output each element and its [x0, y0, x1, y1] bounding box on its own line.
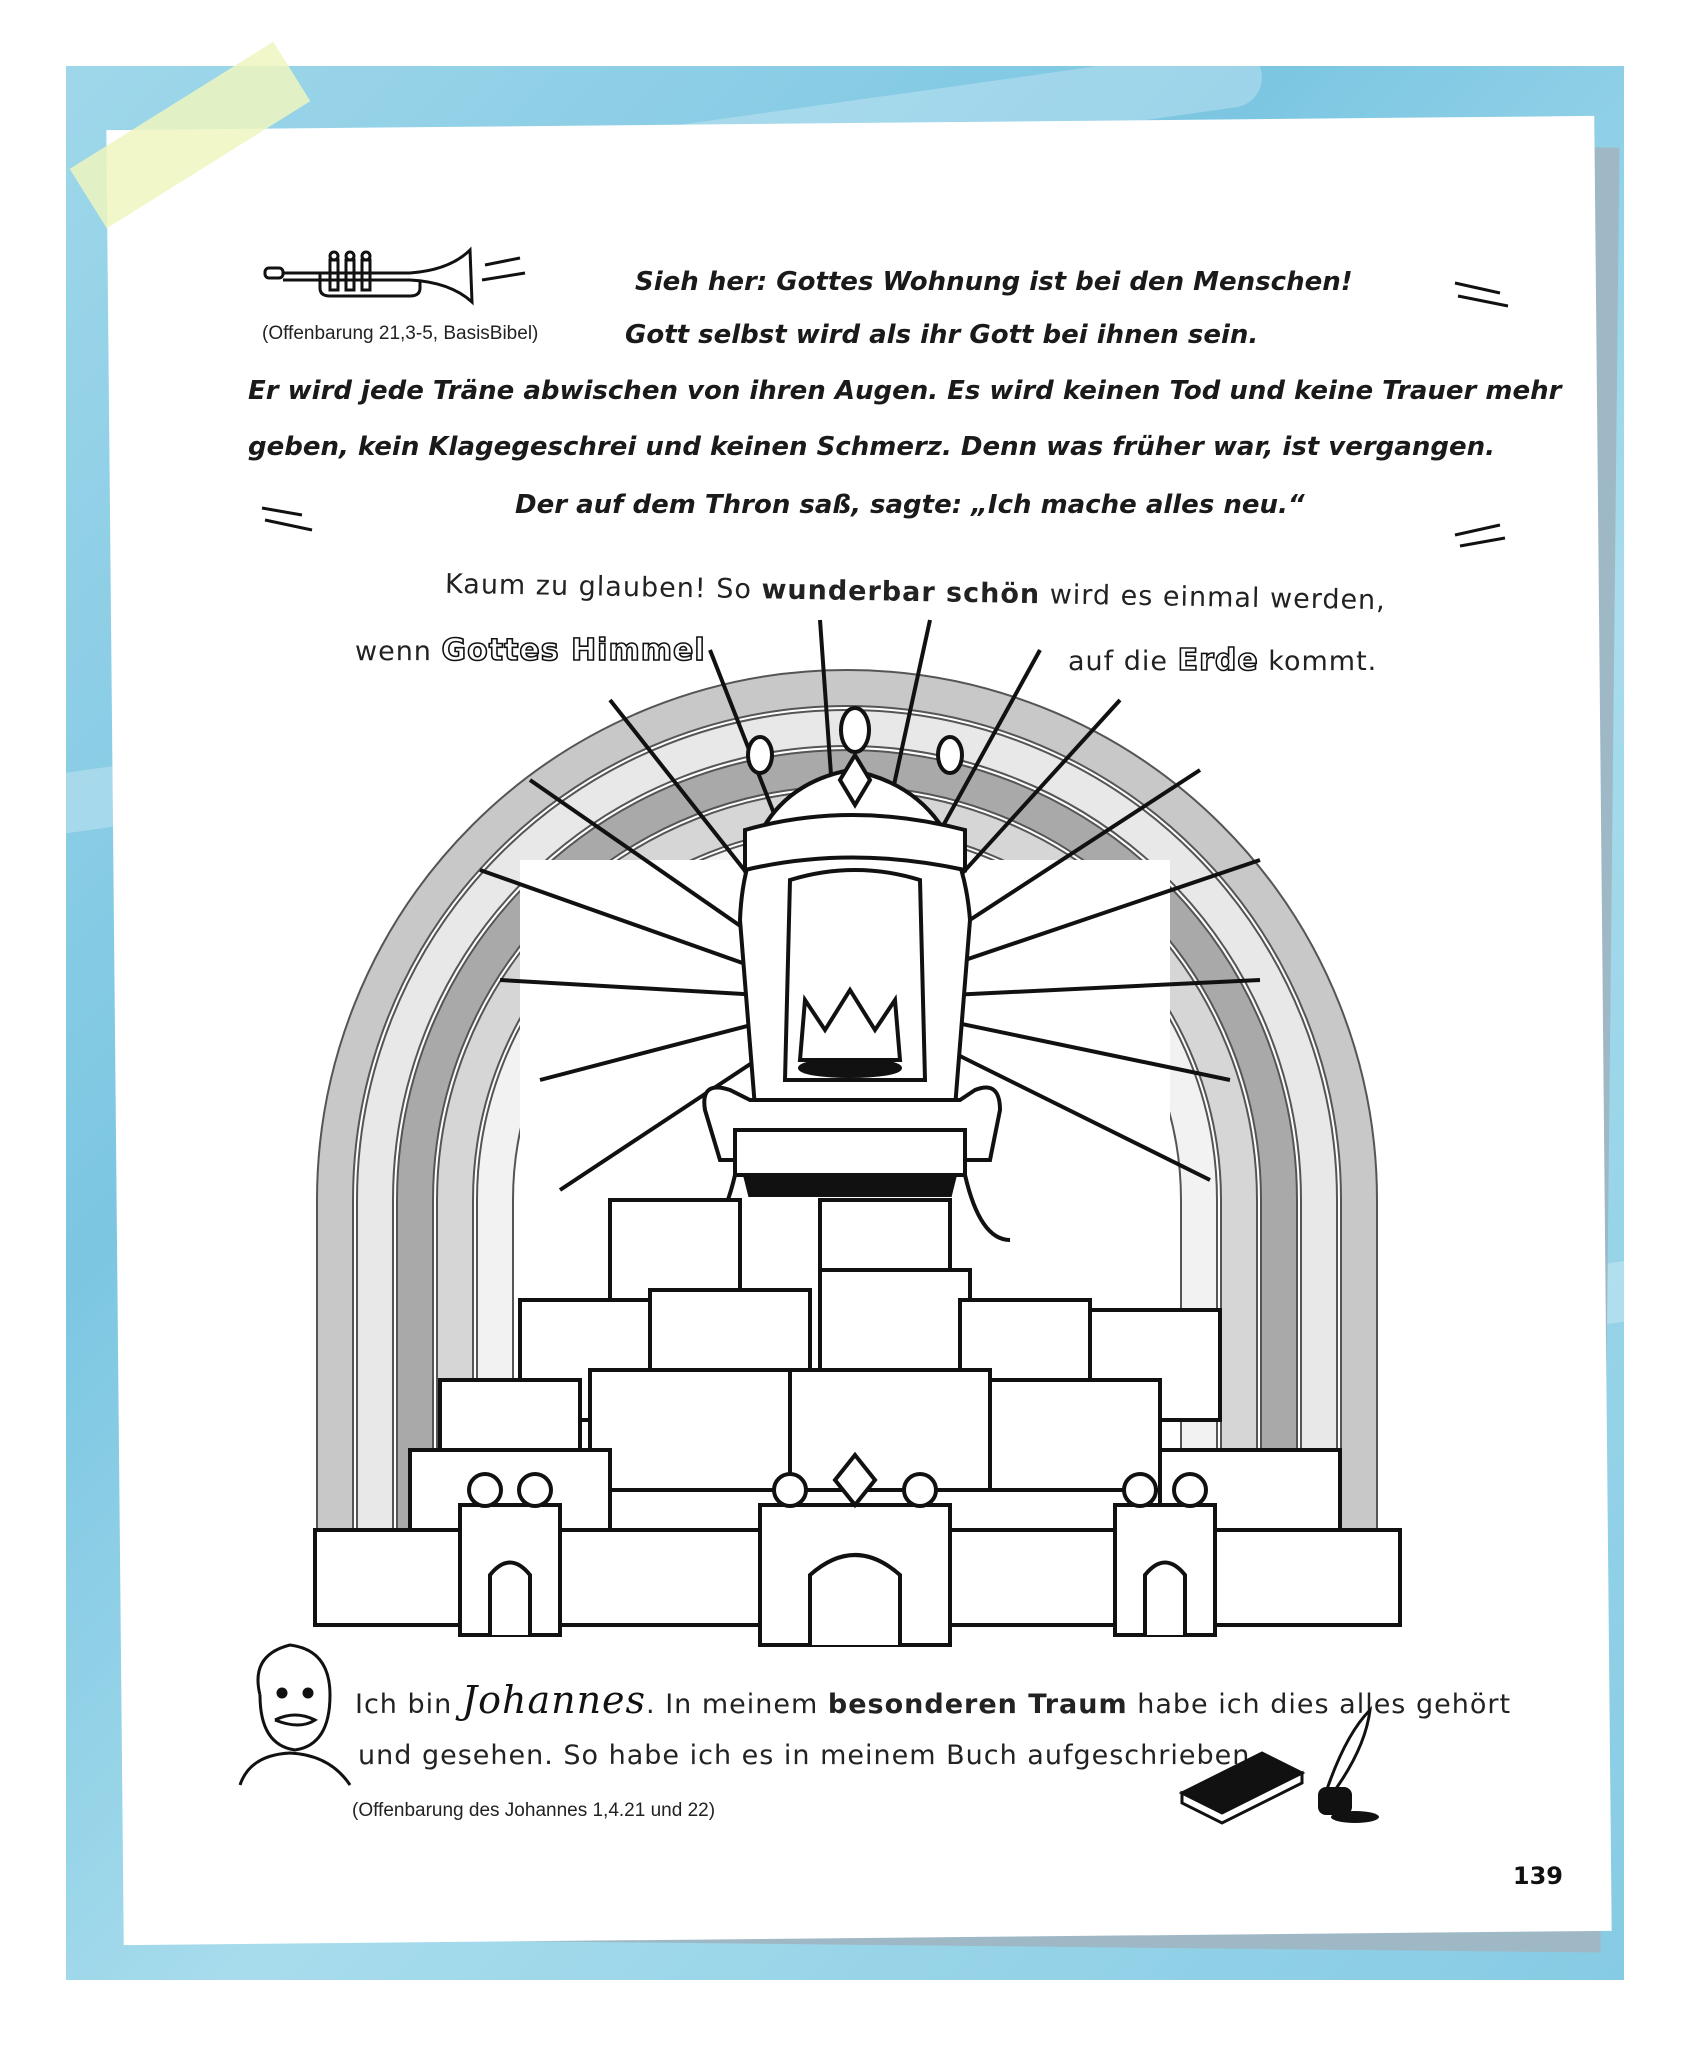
throne-icon	[689, 706, 1011, 1242]
johannes-reference: (Offenbarung des Johannes 1,4.21 und 22)	[352, 1800, 716, 1821]
quote-line-1: Sieh her: Gottes Wohnung ist bei den Men…	[635, 267, 1353, 297]
caption-auf-die: auf die	[1068, 646, 1168, 677]
johannes-name: Johannes	[461, 1678, 647, 1722]
johannes-besonderen-traum: besonderen Traum	[827, 1689, 1128, 1720]
caption-line-2b: auf die Erde kommt.	[1068, 642, 1378, 679]
page-number: 139	[1512, 1862, 1563, 1890]
city-icon	[313, 1198, 1402, 1647]
quote-line-5: Der auf dem Thron saß, sagte: „Ich mache…	[515, 490, 1305, 520]
book-icon	[1178, 1751, 1306, 1825]
caption-gottes-himmel: Gottes Himmel	[441, 632, 706, 669]
quote-line-2: Gott selbst wird als ihr Gott bei ihnen …	[625, 320, 1259, 350]
quote-line-3: Er wird jede Träne abwischen von ihren A…	[248, 376, 1562, 406]
johannes-line-1: Ich bin Johannes. In meinem besonderen T…	[355, 1678, 1511, 1722]
johannes-text-a: Ich bin	[355, 1689, 453, 1720]
caption-kommt: kommt.	[1268, 646, 1378, 677]
quill-ink-icon	[1318, 1705, 1379, 1823]
quote-reference: (Offenbarung 21,3-5, BasisBibel)	[262, 323, 539, 344]
johannes-text-d: habe ich dies alles gehört	[1137, 1689, 1512, 1720]
caption-erde: Erde	[1177, 642, 1259, 679]
johannes-line-2: und gesehen. So habe ich es in meinem Bu…	[358, 1740, 1260, 1771]
johannes-text-b: . In meinem	[646, 1689, 819, 1720]
caption-line-2a: wenn Gottes Himmel	[355, 632, 706, 669]
quote-line-4: geben, kein Klagegeschrei und keinen Sch…	[248, 432, 1495, 462]
johannes-portrait-icon	[238, 1643, 352, 1786]
decorative-dashes	[261, 281, 1509, 548]
trumpet-icon	[263, 246, 526, 306]
caption-wenn: wenn	[355, 636, 432, 667]
